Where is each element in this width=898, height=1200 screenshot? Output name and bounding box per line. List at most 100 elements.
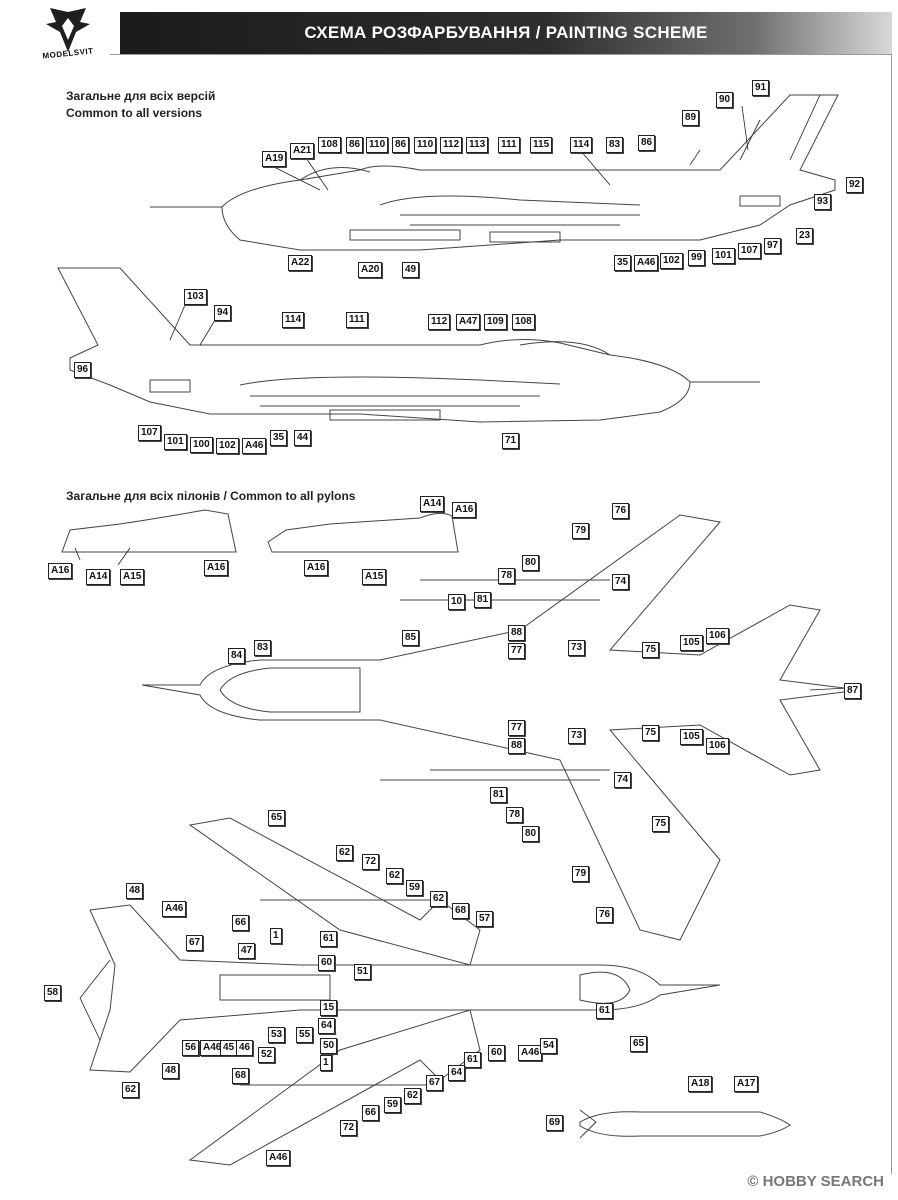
callout-side-bottom: 107 bbox=[138, 425, 161, 441]
callout-side-top: A21 bbox=[290, 143, 315, 159]
callout-bottom-view: 81 bbox=[474, 592, 492, 608]
callout-top-view: 66 bbox=[362, 1105, 380, 1121]
callout-top-view: 57 bbox=[476, 911, 494, 927]
callout-side-top: 112 bbox=[440, 137, 463, 153]
callout-side-top: 99 bbox=[688, 250, 706, 266]
callout-top-view: 62 bbox=[430, 891, 448, 907]
callout-side-top: 92 bbox=[846, 177, 864, 193]
frame-right-line bbox=[891, 54, 892, 1174]
callout-top-view: A46 bbox=[518, 1045, 543, 1061]
callout-top-view: 58 bbox=[44, 985, 62, 1001]
callout-bottom-view: 76 bbox=[596, 907, 614, 923]
callout-top-view: 64 bbox=[448, 1065, 466, 1081]
callout-top-view: 61 bbox=[596, 1003, 614, 1019]
callout-side-top: A22 bbox=[288, 255, 313, 271]
callout-side-bottom: 96 bbox=[74, 362, 92, 378]
callout-bottom-view: 78 bbox=[506, 807, 524, 823]
callout-bottom-view: 85 bbox=[402, 630, 420, 646]
callout-side-bottom: 102 bbox=[216, 438, 239, 454]
callout-bottom-view: 88 bbox=[508, 625, 526, 641]
callout-side-bottom: 103 bbox=[184, 289, 207, 305]
callout-side-top: 86 bbox=[392, 137, 410, 153]
callout-side-top: 111 bbox=[498, 137, 520, 153]
side-view-right-profile bbox=[57, 267, 760, 423]
frame-top-line bbox=[110, 54, 892, 55]
callout-top-view: 62 bbox=[122, 1082, 140, 1098]
leader-lines bbox=[74, 94, 849, 1041]
callout-bottom-view: 73 bbox=[568, 728, 586, 744]
callout-side-bottom: 44 bbox=[294, 430, 312, 446]
callout-top-view: 60 bbox=[318, 955, 336, 971]
callout-bottom-view: 87 bbox=[844, 683, 862, 699]
callout-bottom-view: 74 bbox=[612, 574, 630, 590]
callout-side-top: 101 bbox=[712, 248, 735, 264]
callout-top-view: 65 bbox=[630, 1036, 648, 1052]
callout-bottom-view: 81 bbox=[490, 787, 508, 803]
callout-side-top: 107 bbox=[738, 243, 761, 259]
callout-side-bottom: 35 bbox=[270, 430, 288, 446]
callout-top-view: 64 bbox=[318, 1018, 336, 1034]
callout-top-view: A46 bbox=[266, 1150, 291, 1166]
bomb-drawing bbox=[579, 1109, 791, 1139]
callout-top-view: 62 bbox=[386, 868, 404, 884]
callout-bottom-view: 77 bbox=[508, 720, 526, 736]
callout-side-top: 91 bbox=[752, 80, 770, 96]
section-title-versions-en: Common to all versions bbox=[66, 106, 203, 120]
callout-side-top: 93 bbox=[814, 194, 832, 210]
callout-side-bottom: 114 bbox=[282, 312, 305, 328]
callout-top-view: 59 bbox=[384, 1097, 402, 1113]
callout-side-bottom: 111 bbox=[346, 312, 368, 328]
callout-top-view: 47 bbox=[238, 943, 256, 959]
callout-bottom-view: 77 bbox=[508, 643, 526, 659]
callout-bottom-view: 10 bbox=[448, 594, 466, 610]
callout-side-top: 86 bbox=[346, 137, 364, 153]
callout-bottom-view: 75 bbox=[652, 816, 670, 832]
callout-side-top: A46 bbox=[634, 255, 659, 271]
callout-top-view: 51 bbox=[354, 964, 372, 980]
header-bar: СХЕМА РОЗФАРБУВАННЯ / PAINTING SCHEME bbox=[120, 12, 892, 54]
callout-bomb: A17 bbox=[734, 1076, 759, 1092]
callout-top-view: 60 bbox=[488, 1045, 506, 1061]
watermark-trademark: © bbox=[747, 1173, 759, 1190]
callout-side-top: A19 bbox=[262, 151, 287, 167]
callout-top-view: 67 bbox=[426, 1075, 444, 1091]
callout-top-view: 65 bbox=[268, 810, 286, 826]
watermark-search: SEARCH bbox=[820, 1173, 884, 1190]
callout-pylons: A16 bbox=[452, 502, 477, 518]
callout-bottom-view: 105 bbox=[680, 635, 703, 651]
callout-bottom-view: 84 bbox=[228, 648, 246, 664]
callout-side-bottom: A46 bbox=[242, 438, 267, 454]
callout-side-top: 97 bbox=[764, 238, 782, 254]
callout-side-top: 115 bbox=[530, 137, 553, 153]
page-title: СХЕМА РОЗФАРБУВАННЯ / PAINTING SCHEME bbox=[304, 23, 708, 42]
callout-side-top: 23 bbox=[796, 228, 814, 244]
callout-side-top: 110 bbox=[414, 137, 437, 153]
callout-bottom-view: 106 bbox=[706, 628, 729, 644]
callout-top-view: 50 bbox=[320, 1038, 338, 1054]
callout-top-view: 61 bbox=[320, 931, 338, 947]
callout-side-bottom: 109 bbox=[484, 314, 507, 330]
callout-bottom-view: 75 bbox=[642, 642, 660, 658]
callout-top-view: 48 bbox=[126, 883, 144, 899]
callout-bottom-view: 83 bbox=[254, 640, 272, 656]
watermark-brand: HOBBY bbox=[762, 1173, 817, 1190]
callout-side-top: 86 bbox=[638, 135, 656, 151]
callout-bomb: 69 bbox=[546, 1115, 564, 1131]
callout-top-view: 66 bbox=[232, 915, 250, 931]
callout-top-view: 72 bbox=[340, 1120, 358, 1136]
pylon-drawings bbox=[61, 509, 459, 553]
modelsvit-logo-icon bbox=[46, 8, 90, 52]
section-title-pylons: Загальне для всіх пілонів / Common to al… bbox=[66, 489, 356, 503]
callout-side-bottom: 101 bbox=[164, 434, 187, 450]
callout-top-view: 61 bbox=[464, 1052, 482, 1068]
watermark: © HOBBY SEARCH bbox=[747, 1173, 884, 1190]
callout-bottom-view: 78 bbox=[498, 568, 516, 584]
callout-bottom-view: 76 bbox=[612, 503, 630, 519]
callout-bottom-view: 74 bbox=[614, 772, 632, 788]
callout-top-view: 68 bbox=[232, 1068, 250, 1084]
callout-top-view: 1 bbox=[320, 1055, 332, 1071]
callout-top-view: 54 bbox=[540, 1038, 558, 1054]
callout-pylons: A14 bbox=[420, 496, 445, 512]
callout-pylons: A16 bbox=[304, 560, 329, 576]
